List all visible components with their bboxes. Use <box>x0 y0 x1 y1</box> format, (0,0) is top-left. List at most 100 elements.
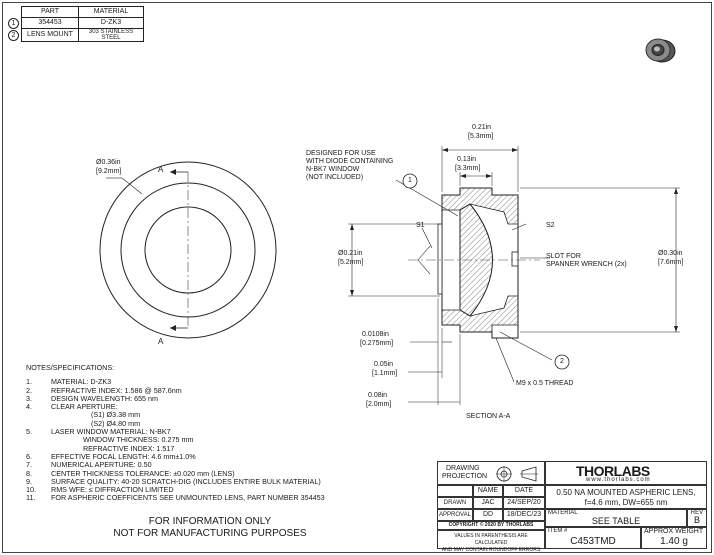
bom-item-balloon: 1 <box>8 17 19 29</box>
footer-line-1: FOR INFORMATION ONLY <box>148 516 272 527</box>
notes-line: 2.REFRACTIVE INDEX: 1.586 @ 587.6nm <box>26 385 325 395</box>
notes-num: 5. <box>26 427 32 437</box>
bom-part-cell: 354453 <box>21 17 79 29</box>
projection-cell: DRAWING PROJECTION <box>437 461 545 485</box>
drawn-label: DRAWN <box>437 497 473 509</box>
notes-line: 1. MATERIAL: D-ZK3 <box>26 377 325 387</box>
diameter-symbol: Ø <box>338 250 344 257</box>
notes-text: (S2) Ø4.80 mm <box>51 418 141 428</box>
approval-date: 18/DEC/23 <box>503 509 545 521</box>
notes-num: 1. <box>26 377 32 387</box>
section-mark-bottom: A <box>158 337 164 346</box>
projection-label-1: DRAWING <box>446 465 480 472</box>
dim-c-mm: [2.0mm] <box>366 401 392 408</box>
note-line: N-BK7 WINDOW <box>306 166 360 173</box>
slot-note: SLOT FOR SPANNER WRENCH (2x) <box>546 253 627 269</box>
notes-num: 4. <box>26 402 32 412</box>
notes-text: WINDOW THICKNESS: 0.275 mm <box>51 435 194 445</box>
notes-block: NOTES/SPECIFICATIONS: 1.MATERIAL: D-ZK3 … <box>26 363 325 503</box>
notes-text: NUMERICAL APERTURE: 0.50 <box>51 460 152 470</box>
bom-item-balloon: 2 <box>8 29 19 41</box>
notes-num: 7. <box>26 460 32 470</box>
notes-text: SURFACE QUALITY: 40-20 SCRATCH-DIG (INCL… <box>51 476 321 486</box>
dim-inner-in: 0.13in <box>457 156 477 163</box>
projection-label-2: PROJECTION <box>442 473 488 480</box>
drawn-name: JAC <box>473 497 503 509</box>
date-header: DATE <box>503 485 545 497</box>
thread-label: M9 x 0.5 THREAD <box>516 380 574 387</box>
title-block: DRAWING PROJECTION THORLABS www.thorlabs… <box>437 461 707 553</box>
material-cell: MATERIAL SEE TABLE <box>545 509 687 527</box>
description-cell: 0.50 NA MOUNTED ASPHERIC LENS, f=4.6 mm,… <box>545 485 707 509</box>
notes-num: 9. <box>26 476 32 486</box>
item-value: C453TMD <box>570 536 616 547</box>
item-label: ITEM # <box>548 528 568 534</box>
description-line-1: 0.50 NA MOUNTED ASPHERIC LENS, <box>556 488 696 497</box>
notes-line: WINDOW THICKNESS: 0.275 mm <box>26 435 325 445</box>
note-line: (NOT INCLUDED) <box>306 174 364 181</box>
section-label: SECTION A-A <box>466 413 511 420</box>
designed-for-note: DESIGNED FOR USE WITH DIODE CONTAINING N… <box>306 150 393 182</box>
drawn-date: 24/SEP/20 <box>503 497 545 509</box>
notes-line: 5. LASER WINDOW MATERIAL: N-BK7 <box>26 427 325 437</box>
notes-line: 9. SURFACE QUALITY: 40-20 SCRATCH-DIG (IN… <box>26 476 325 486</box>
name-header: NAME <box>473 485 503 497</box>
front-view <box>99 161 277 339</box>
dim-a-mm: [0.275mm] <box>360 340 394 347</box>
notes-line: 10.RMS WFE: ≤ DIFFRACTION LIMITED <box>26 485 325 494</box>
front-dim-label: Ø0.36in <box>96 159 121 167</box>
note-line: WITH DIODE CONTAINING <box>306 158 394 165</box>
material-value: SEE TABLE <box>591 516 641 526</box>
logo-cell: THORLABS www.thorlabs.com <box>545 461 707 485</box>
dim-a-in: 0.0108in <box>362 331 389 338</box>
rev-label: REV <box>690 510 704 516</box>
dim-inner-mm: [3.3mm] <box>455 165 481 172</box>
approval-label: APPROVAL <box>437 509 473 521</box>
notes-num: 11. <box>26 493 36 503</box>
lens-thumbnail <box>645 38 676 63</box>
front-dim-mm: [9.2mm] <box>96 168 122 175</box>
bom-material-cell: D-ZK3 <box>78 17 144 29</box>
notes-num <box>26 436 51 444</box>
weight-label: APPROX WEIGHT <box>644 528 704 535</box>
values-note-line: AND MAY CONTAIN ROUNDOFF ERRORS <box>441 547 541 553</box>
notes-text: LASER WINDOW MATERIAL: N-BK7 <box>51 427 171 437</box>
notes-line: (S2) Ø4.80 mm <box>26 418 325 428</box>
notes-line: 3.DESIGN WAVELENGTH: 655 nm <box>26 393 325 403</box>
info-footer: FOR INFORMATION ONLY NOT FOR MANUFACTURI… <box>95 516 325 540</box>
dim-right-mm: [7.6mm] <box>658 259 684 266</box>
section-view <box>348 146 680 405</box>
notes-num: 3. <box>26 393 32 403</box>
thorlabs-logo: THORLABS <box>576 463 650 479</box>
balloon-1-label: 1 <box>408 177 412 184</box>
diameter-symbol: Ø <box>96 159 102 166</box>
notes-line: 6.EFFECTIVE FOCAL LENGTH: 4.6 mm±1.0% <box>26 451 325 461</box>
notes-text: EFFECTIVE FOCAL LENGTH: 4.6 mm±1.0% <box>51 451 196 461</box>
notes-line: REFRACTIVE INDEX: 1.517 <box>26 443 325 453</box>
notes-line: (S1) Ø3.38 mm <box>26 410 325 420</box>
notes-text: (S1) Ø3.38 mm <box>51 410 141 420</box>
material-label: MATERIAL <box>548 510 578 516</box>
notes-num: 8. <box>26 468 32 478</box>
website: www.thorlabs.com <box>586 477 651 483</box>
s2-label: S2 <box>546 222 555 229</box>
weight-cell: APPROX WEIGHT 1.40 g <box>641 527 707 549</box>
bom-table: PART MATERIAL 1 354453 D-ZK3 2 LENS MOUN… <box>6 6 144 42</box>
dim-right-label: Ø0.30in <box>658 250 683 258</box>
notes-text: CLEAR APERTURE: <box>51 402 118 412</box>
dim-b-mm: [1.1mm] <box>372 370 398 377</box>
third-angle-projection-icon <box>496 466 538 482</box>
approval-name: DD <box>473 509 503 521</box>
notes-text: REFRACTIVE INDEX: 1.517 <box>51 443 175 453</box>
notes-text: MATERIAL: D-ZK3 <box>51 377 112 387</box>
slot-note-line: SLOT FOR <box>546 253 581 260</box>
values-note-line: VALUES IN PARENTHESIS ARE CALCULATED <box>454 533 528 546</box>
notes-num: 2. <box>26 385 32 395</box>
dim-right-in: 0.30in <box>663 250 683 257</box>
diameter-symbol: Ø <box>658 250 664 257</box>
note-line: DESIGNED FOR USE <box>306 150 376 157</box>
notes-line: 11.FOR ASPHERIC COEFFICENTS SEE UNMOUNTE… <box>26 493 325 503</box>
section-mark-top: A <box>158 165 164 174</box>
copyright: COPYRIGHT © 2020 BY THORLABS <box>437 521 545 530</box>
